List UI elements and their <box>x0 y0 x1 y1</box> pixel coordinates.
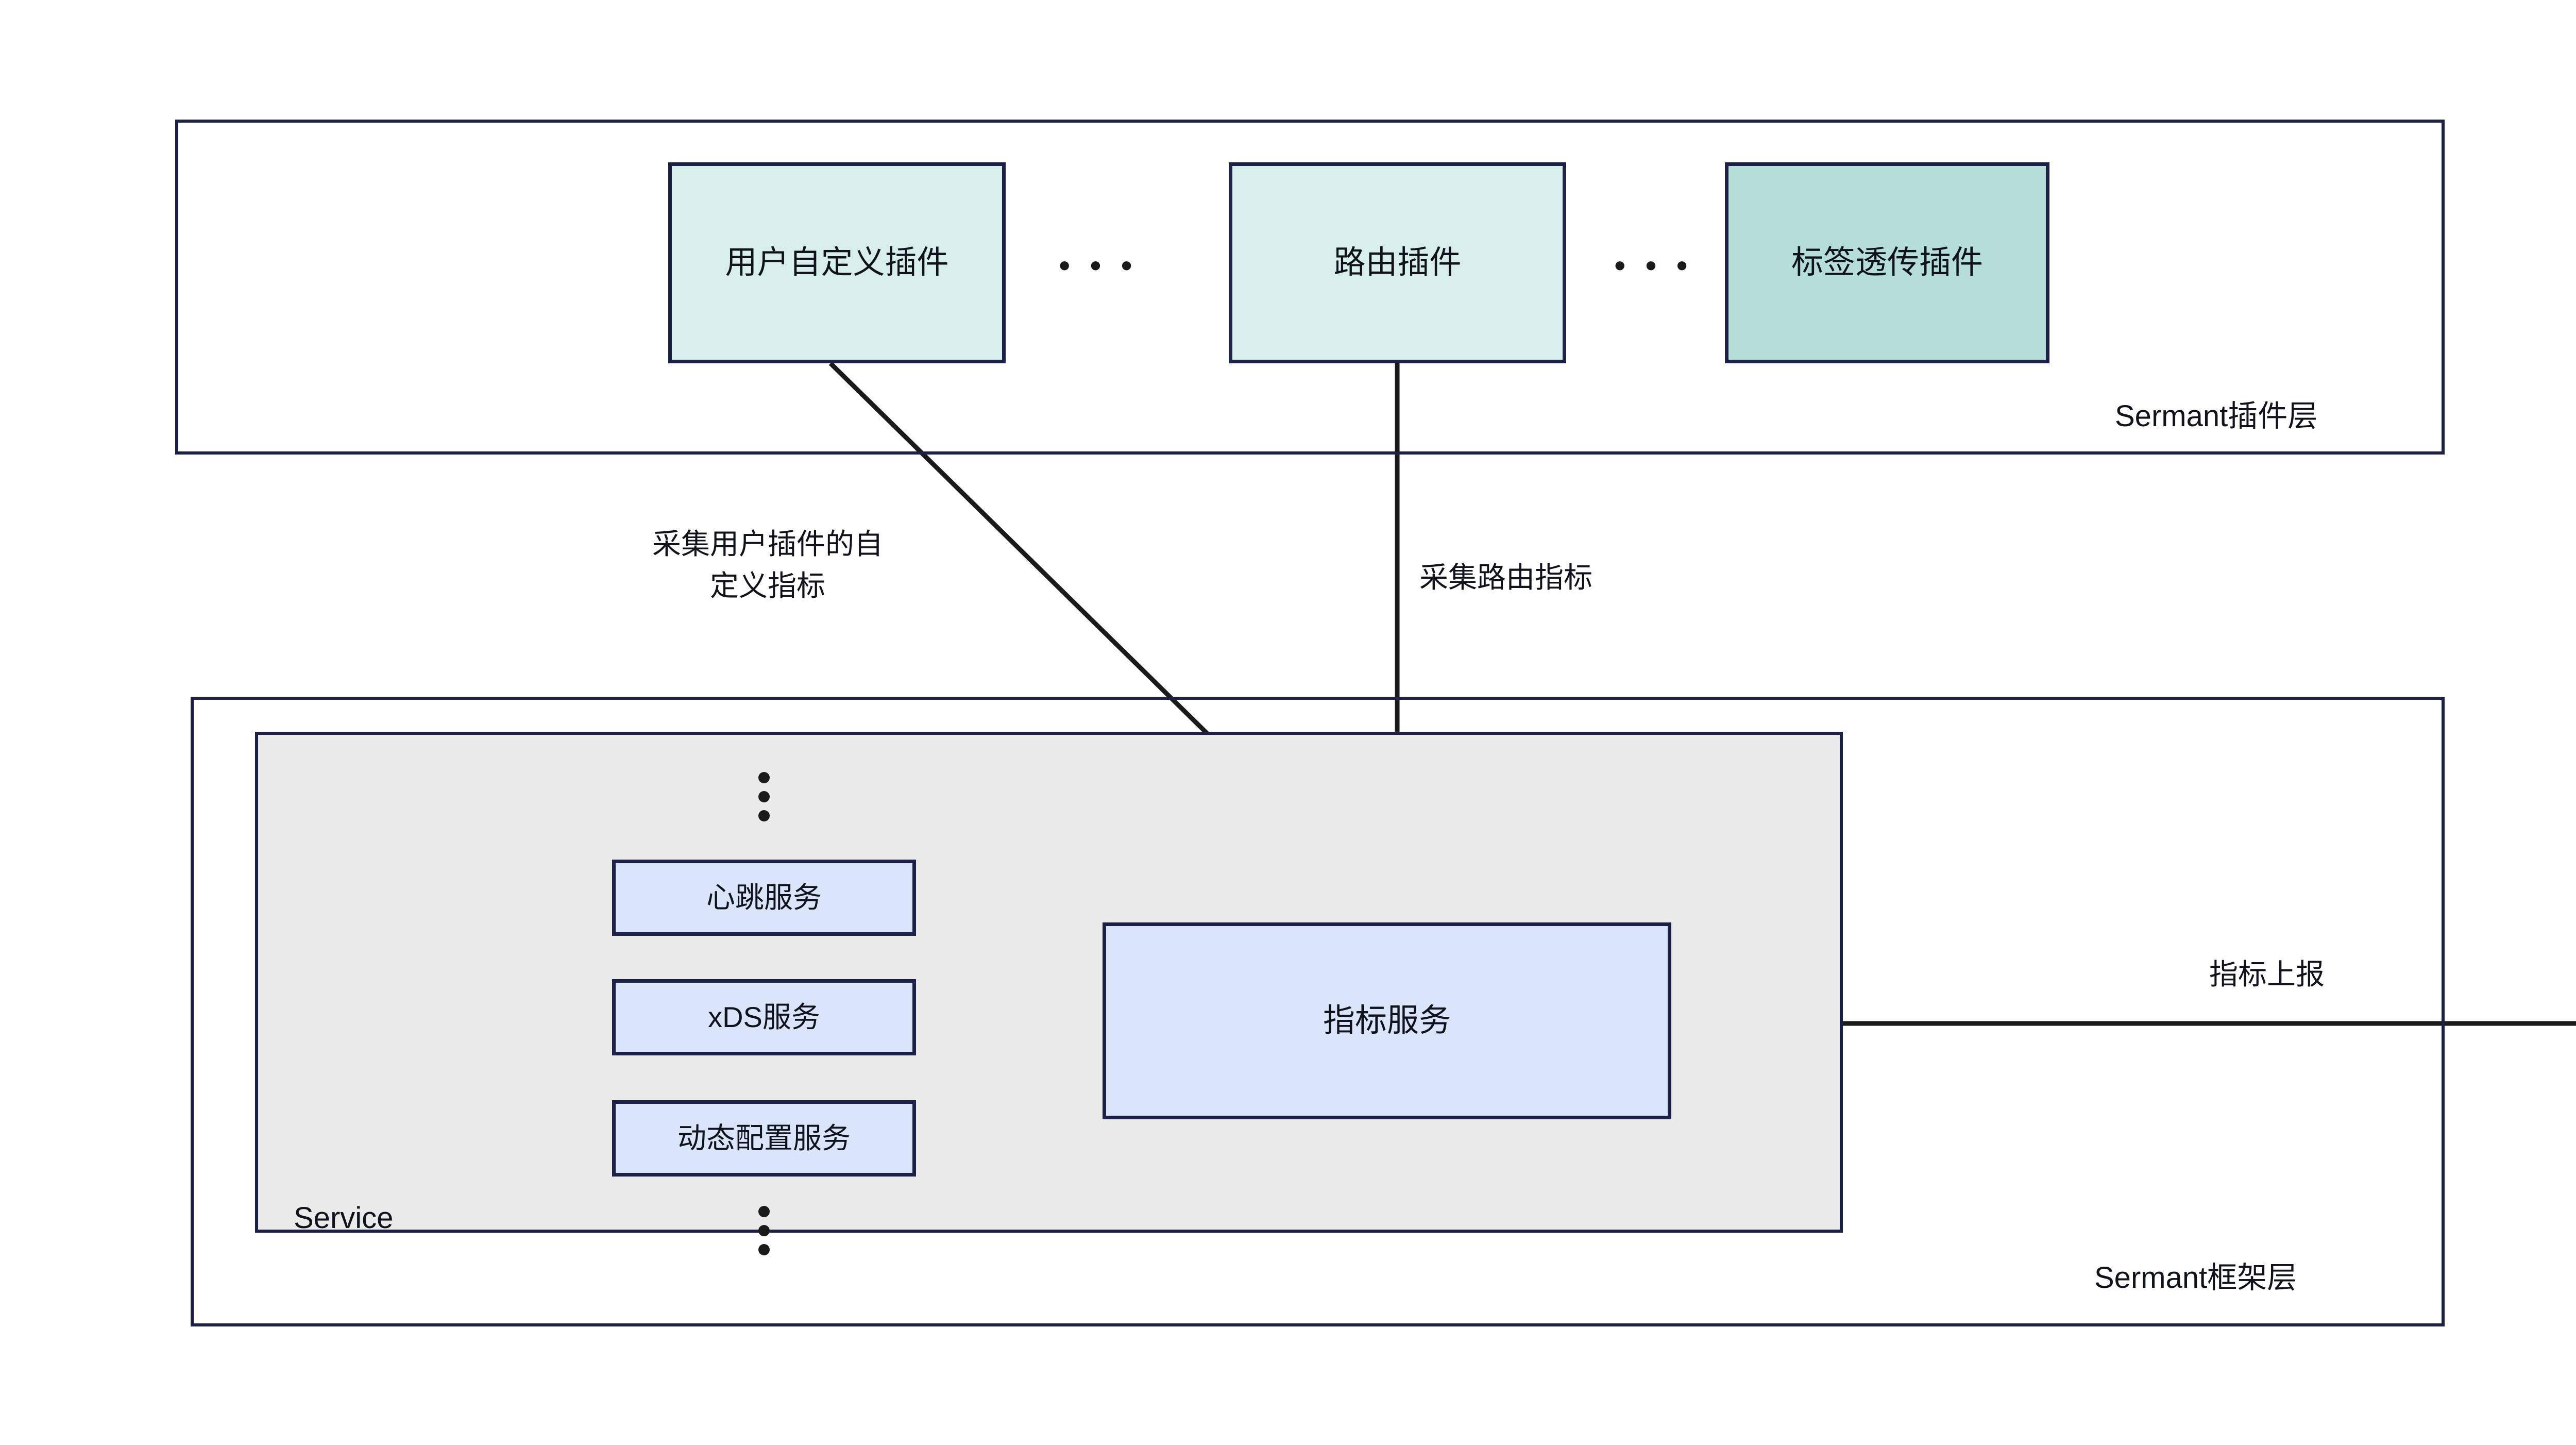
plugin-box-tag-transmit[interactable]: 标签透传插件 <box>1725 162 2049 363</box>
service-box-heartbeat[interactable]: 心跳服务 <box>612 860 916 936</box>
service-box-xds[interactable]: xDS服务 <box>612 979 916 1055</box>
plugin-box-route[interactable]: 路由插件 <box>1229 162 1566 363</box>
service-box-dynamic-config[interactable]: 动态配置服务 <box>612 1100 916 1177</box>
plugin-box-user-custom[interactable]: 用户自定义插件 <box>668 162 1006 363</box>
service-panel-caption: Service <box>294 1201 394 1235</box>
service-box-xds-label: xDS服务 <box>708 1001 820 1033</box>
service-box-heartbeat-label: 心跳服务 <box>706 881 822 914</box>
plugin-box-user-custom-label: 用户自定义插件 <box>725 245 949 281</box>
plugin-layer-container <box>175 120 2445 455</box>
framework-layer-container <box>191 697 2445 1326</box>
plugin-ellipsis-2: • • • <box>1614 247 1693 284</box>
plugin-box-tag-transmit-label: 标签透传插件 <box>1791 245 1983 281</box>
service-ellipsis-bottom-icon <box>756 1206 772 1255</box>
edge-label-metrics-report: 指标上报 <box>2209 958 2325 990</box>
plugin-ellipsis-1: • • • <box>1059 247 1138 284</box>
framework-layer-label: Sermant框架层 <box>2094 1261 2297 1295</box>
plugin-layer-label: Sermant插件层 <box>2115 399 2318 433</box>
metrics-service-box-label: 指标服务 <box>1323 1003 1451 1039</box>
service-box-dynamic-config-label: 动态配置服务 <box>677 1122 851 1154</box>
edge-label-custom-metrics: 采集用户插件的自 定义指标 <box>652 528 883 602</box>
service-ellipsis-top-icon <box>756 772 772 821</box>
edge-label-route-metrics: 采集路由指标 <box>1419 561 1592 594</box>
metrics-service-box[interactable]: 指标服务 <box>1103 922 1671 1119</box>
plugin-box-route-label: 路由插件 <box>1333 245 1462 281</box>
